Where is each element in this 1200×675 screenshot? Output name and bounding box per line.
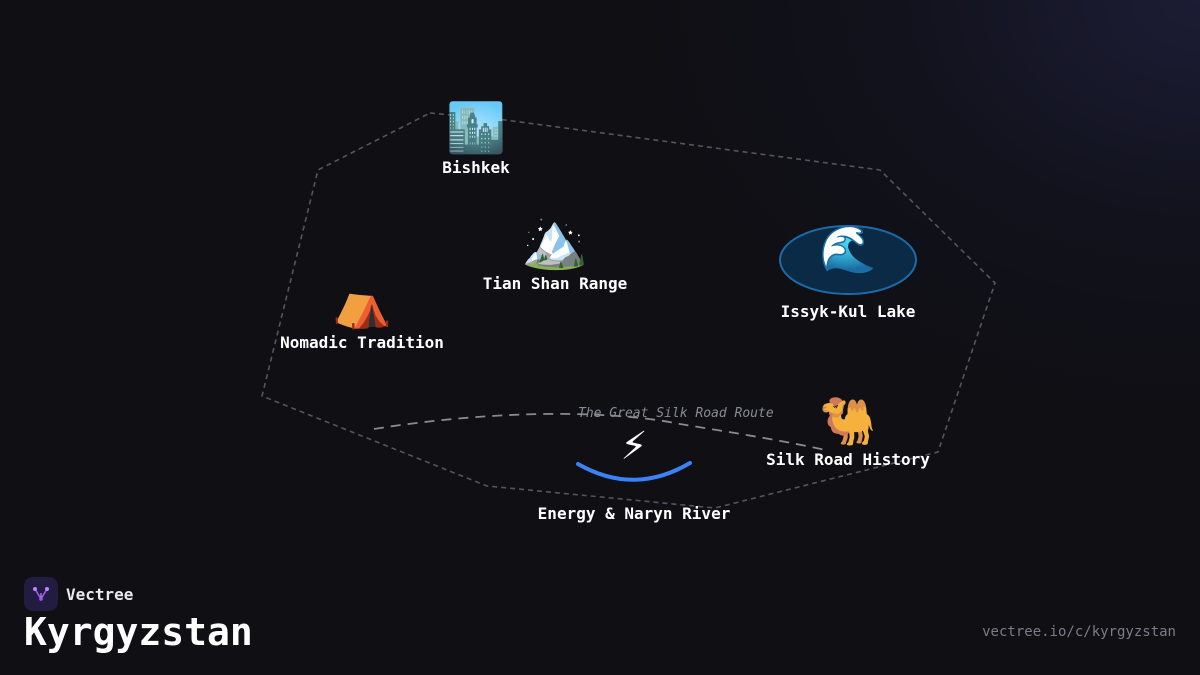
node-energy[interactable]: ⚡ Energy & Naryn River: [537, 419, 731, 524]
wave-icon: 🌊: [819, 222, 877, 276]
node-label: Energy & Naryn River: [537, 504, 731, 523]
silk-road-route: [373, 413, 826, 451]
node-issyk-kul[interactable]: 🌊 Issyk-Kul Lake: [781, 226, 916, 321]
country-border: [261, 112, 996, 509]
footer-url[interactable]: vectree.io/c/kyrgyzstan: [982, 624, 1176, 640]
brand[interactable]: Vectree: [24, 577, 133, 611]
node-label: Bishkek: [442, 158, 510, 177]
node-nomadic[interactable]: ⛺ Nomadic Tradition: [280, 279, 444, 352]
tent-icon: ⛺: [332, 275, 392, 331]
node-label: Nomadic Tradition: [280, 333, 444, 352]
node-silk-road[interactable]: 🐫 Silk Road History: [766, 398, 930, 469]
issyk-kul-lake-shape: [779, 225, 917, 295]
camel-icon: 🐫: [819, 394, 877, 448]
node-tian-shan[interactable]: 🏔️ Tian Shan Range: [482, 209, 628, 294]
cityscape-icon: 🏙️: [446, 100, 506, 156]
silk-road-route-label: The Great Silk Road Route: [578, 406, 774, 421]
mountain-icon: 🏔️: [521, 209, 589, 272]
node-label: Silk Road History: [766, 450, 930, 469]
node-label: Issyk-Kul Lake: [780, 302, 916, 321]
node-label: Tian Shan Range: [482, 274, 628, 293]
node-bishkek[interactable]: 🏙️ Bishkek: [442, 104, 509, 177]
vectree-logo-icon: [24, 577, 58, 611]
naryn-river-arc: [576, 461, 692, 482]
brand-name: Vectree: [66, 584, 134, 604]
page-title: Kyrgyzstan: [24, 610, 253, 654]
lightning-icon: ⚡: [620, 419, 648, 470]
